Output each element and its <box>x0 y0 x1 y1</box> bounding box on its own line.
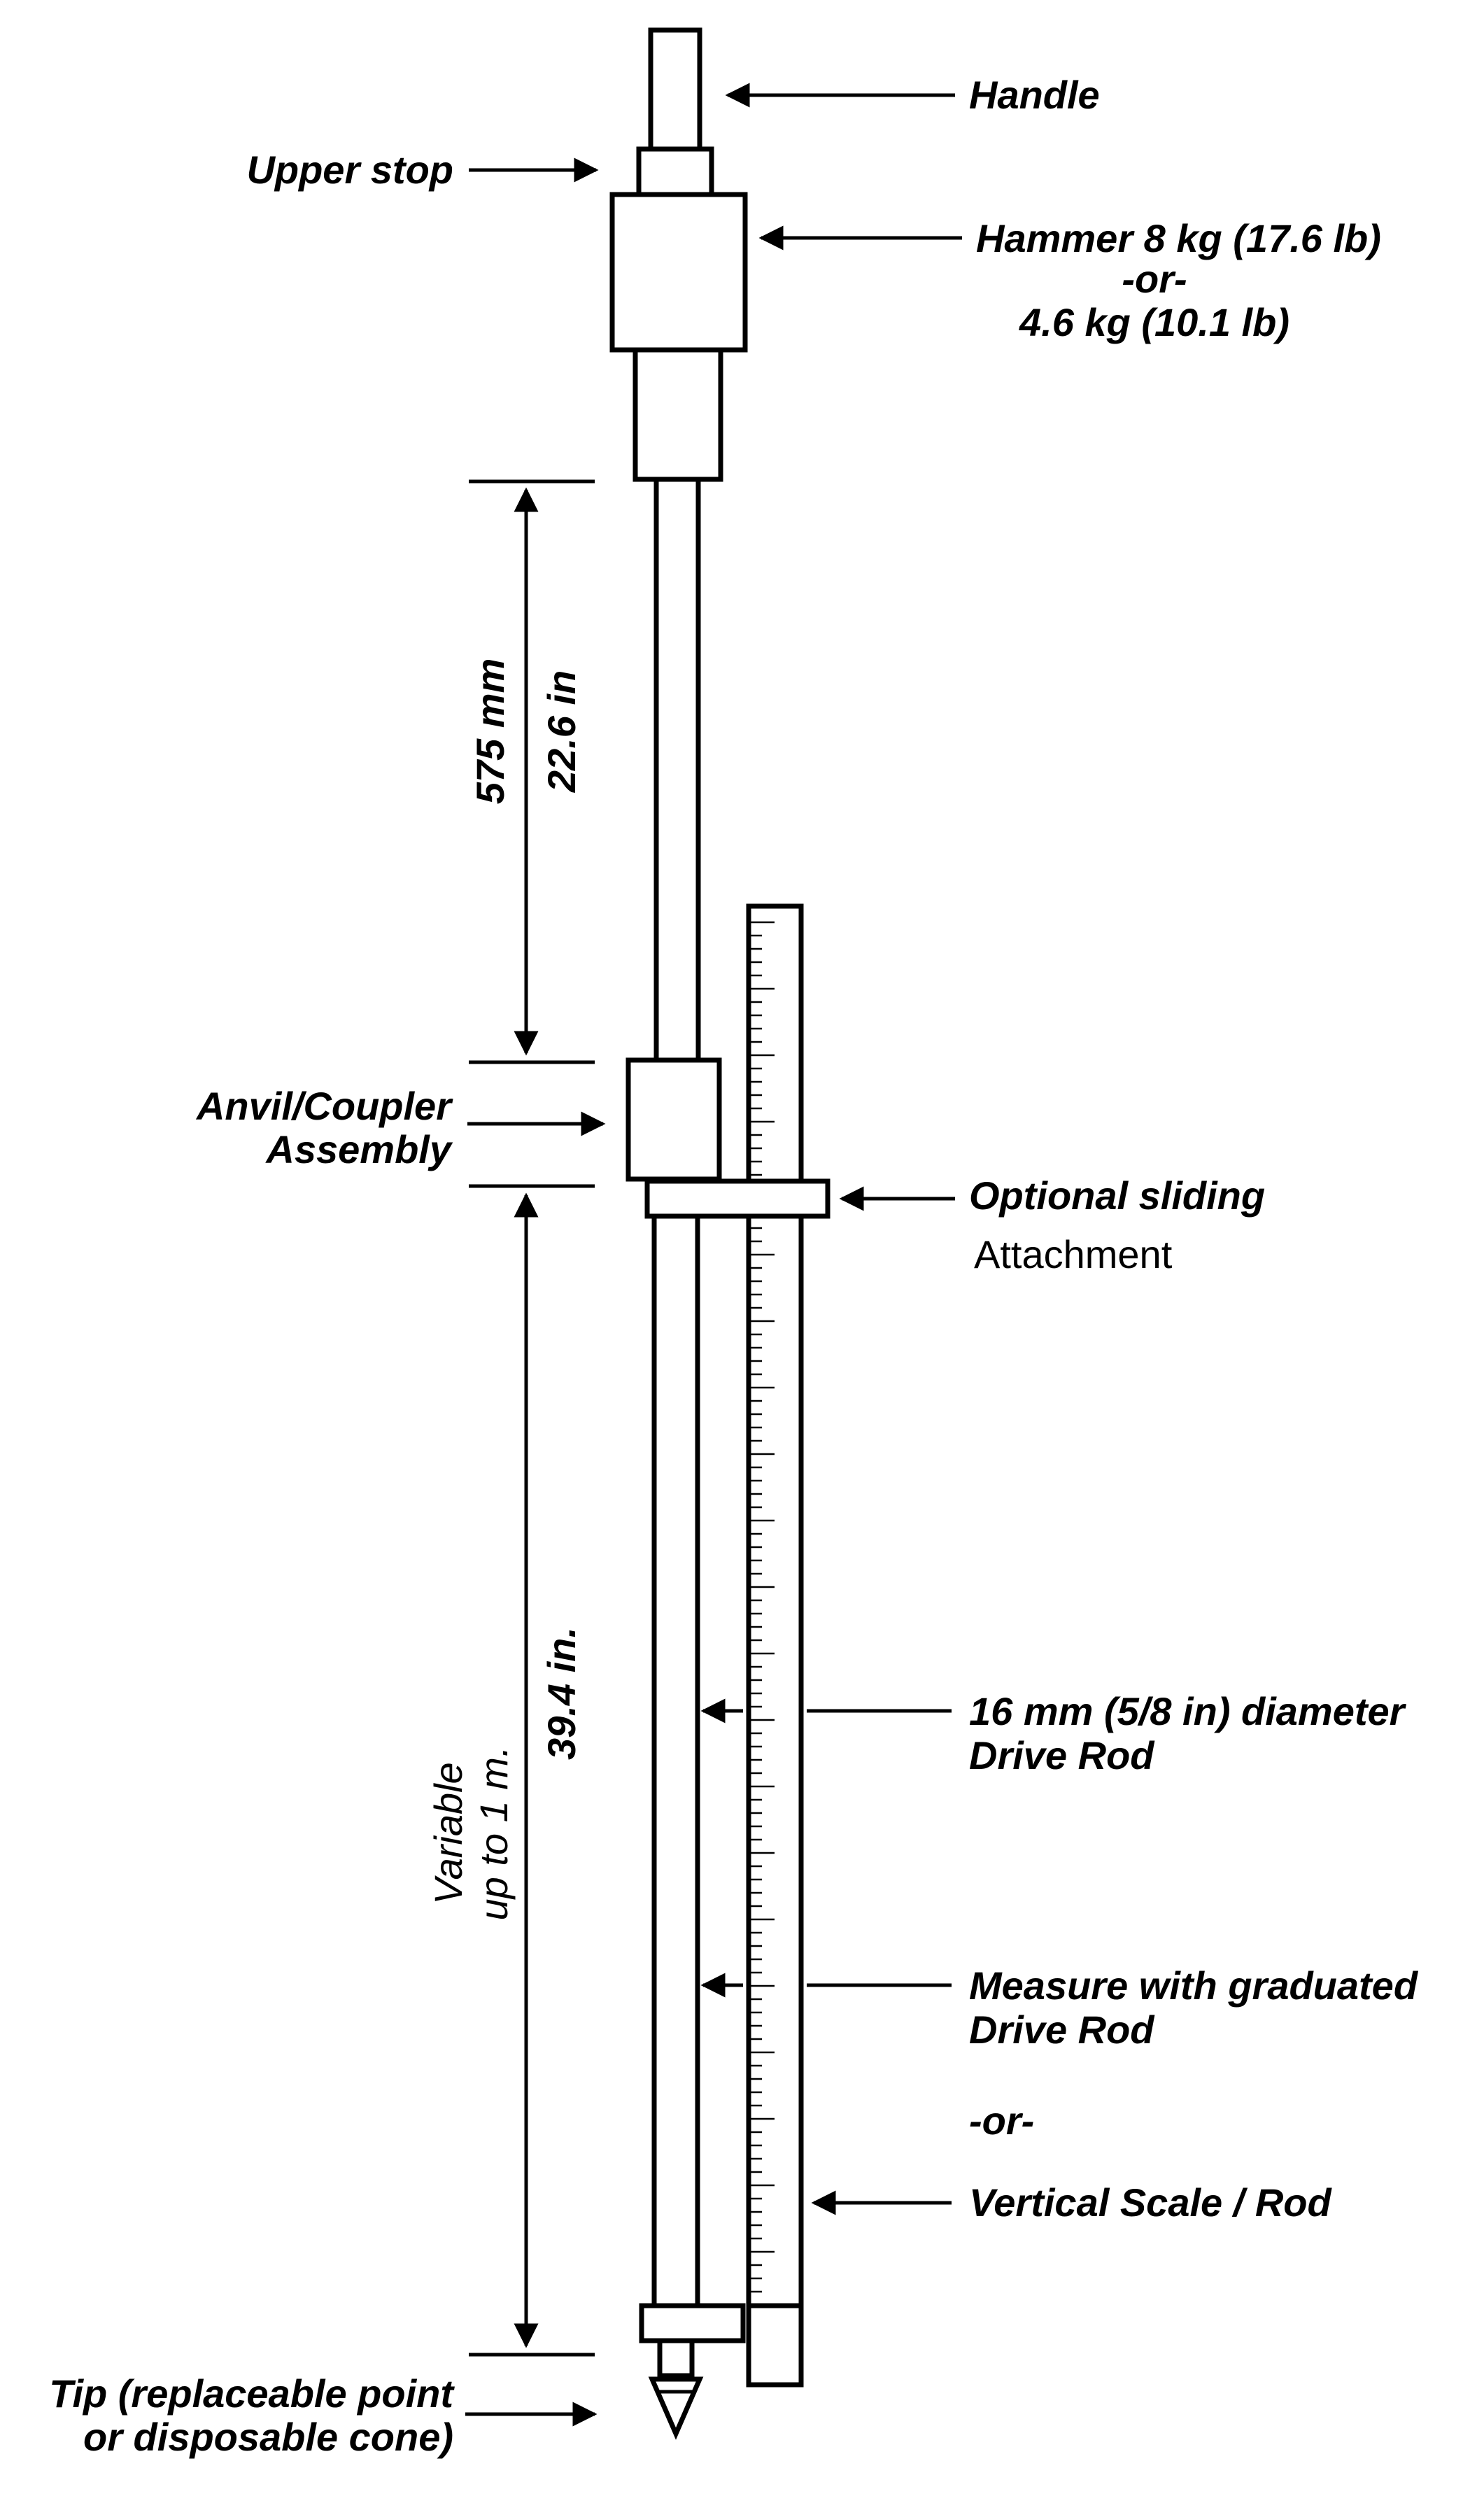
upper-stop-label: Upper stop <box>246 148 453 192</box>
or-label: -or- <box>969 2099 1034 2143</box>
upper-drive-rod <box>653 477 701 1063</box>
dim-lower-variable-2: up to 1 m. <box>472 1746 516 1920</box>
rod-bottom-collar <box>639 2303 746 2343</box>
tip-neck <box>657 2338 695 2378</box>
vertical-scale-rod <box>746 903 804 2308</box>
lower-drive-rod <box>651 1213 700 2311</box>
measure-label-2: Drive Rod <box>969 2008 1155 2052</box>
scale-foot <box>746 2303 804 2388</box>
measure-label-1: Measure with graduated <box>969 1963 1419 2008</box>
dim-upper-in: 22.6 in <box>539 670 584 793</box>
sliding-label-2: Attachment <box>974 1232 1173 1276</box>
drive-rod-label-1: 16 mm (5/8 in) diameter <box>969 1689 1407 1733</box>
dim-lower-in: 39.4 in. <box>539 1627 584 1760</box>
handle-label: Handle <box>969 73 1100 117</box>
hammer-guide-sleeve <box>633 347 723 482</box>
anvil-label-2: Assembly <box>264 1127 453 1171</box>
tip-label-1: Tip (replaceable point <box>49 2371 455 2416</box>
cone-tip <box>648 2376 704 2440</box>
hammer-label-1: Hammer 8 kg (17.6 lb) <box>976 216 1381 260</box>
tip-label-2: or disposable cone) <box>83 2415 453 2459</box>
sliding-label-1: Optional sliding <box>969 1173 1265 1218</box>
sliding-attachment <box>644 1178 831 1219</box>
anvil-label-1: Anvil/Coupler <box>195 1084 453 1128</box>
hammer-label-3: 4.6 kg (10.1 lb) <box>1019 300 1289 344</box>
drive-rod-label-2: Drive Rod <box>969 1733 1155 1777</box>
dim-upper-mm: 575 mm <box>468 658 512 805</box>
vertical-scale-label: Vertical Scale / Rod <box>969 2180 1332 2225</box>
dim-lower-variable-1: Variable <box>426 1762 470 1904</box>
hammer-label-2: -or- <box>1122 257 1187 301</box>
anvil-coupler <box>626 1057 722 1182</box>
hammer <box>609 192 748 353</box>
upper-stop <box>636 146 714 197</box>
handle-shaft <box>648 27 702 152</box>
